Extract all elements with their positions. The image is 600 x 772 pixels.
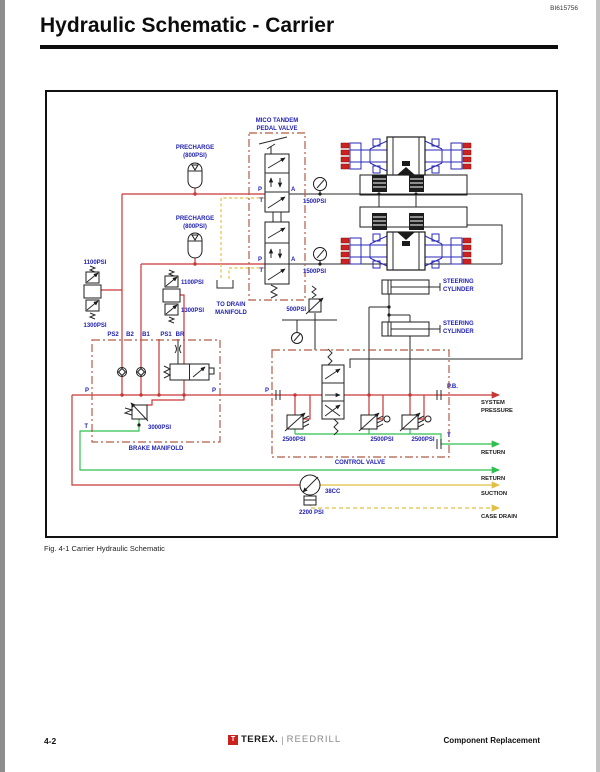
gauge-500 (291, 332, 303, 344)
label-switch-right-top: 1100PSI (181, 280, 204, 286)
gauge-bottom (313, 247, 327, 261)
page-title: Hydraulic Schematic - Carrier (40, 14, 335, 37)
section-label: Component Replacement (443, 736, 540, 745)
brand-divider: | (281, 734, 284, 745)
label-port-ps1: PS1 (160, 332, 172, 338)
label-port-b2: B2 (126, 332, 134, 338)
page-number: 4-2 (44, 736, 57, 746)
rear-axle-assembly (340, 136, 472, 196)
label-pedal-valve-1: MICO TANDEM (256, 118, 299, 124)
front-axle-assembly (340, 206, 472, 271)
brake-manifold (91, 339, 221, 443)
label-steering-top-2: CYLINDER (443, 287, 474, 293)
label-relief-2500-3: 2500PSI (411, 437, 434, 443)
label-pedal-a-bottom: A (291, 257, 296, 263)
title-rule (40, 45, 558, 49)
terex-logo-icon: T (228, 734, 238, 745)
pedal-valve (248, 132, 306, 301)
steering-cylinder-top (381, 279, 441, 295)
label-system-pressure-1: SYSTEM (481, 400, 505, 406)
page-edge-left (0, 0, 5, 772)
label-precharge-top-2: (800PSI) (183, 153, 207, 159)
label-return-1: RETURN (481, 450, 505, 456)
label-switch-left-bottom: 1300PSI (83, 323, 106, 329)
gauge-top (313, 177, 327, 191)
label-port-t-brake: T (84, 424, 88, 430)
label-switch-left-top: 1100PSI (84, 260, 107, 266)
label-suction: SUCTION (481, 491, 507, 497)
hydraulic-schematic: MICO TANDEM PEDAL VALVE PRECHARGE (800PS… (71, 118, 523, 520)
pressure-lines (71, 188, 501, 486)
hydraulic-pump (299, 474, 321, 506)
label-precharge-bottom-1: PRECHARGE (176, 216, 214, 222)
label-system-pressure-2: PRESSURE (481, 408, 513, 414)
label-precharge-bottom-2: (800PSI) (183, 224, 207, 230)
label-reducing-3000: 3000PSI (148, 425, 171, 431)
label-port-b1: B1 (142, 332, 150, 338)
junction-dots (120, 192, 412, 397)
label-drain-2: MANIFOLD (215, 310, 247, 316)
label-drain-1: TO DRAIN (217, 302, 246, 308)
label-port-p-cv: P (265, 388, 269, 394)
label-pedal-p-top: P (258, 187, 262, 193)
label-steering-bottom-2: CYLINDER (443, 329, 474, 335)
label-port-br: BR (176, 332, 185, 338)
accumulator-top (187, 162, 203, 189)
label-relief-2500-2: 2500PSI (370, 437, 393, 443)
pressure-switch-right (162, 269, 181, 324)
label-relief-500: 500PSI (286, 307, 306, 313)
figure-caption: Fig. 4-1 Carrier Hydraulic Schematic (44, 544, 165, 553)
label-port-pb: P.B. (447, 384, 458, 390)
label-pump-displacement: 38CC (325, 489, 341, 495)
brand-logo: T TEREX. | REEDRILL (228, 734, 341, 745)
page-footer: 4-2 T TEREX. | REEDRILL Component Replac… (0, 734, 600, 754)
label-pedal-t-top: T (259, 198, 263, 204)
label-return-2: RETURN (481, 476, 505, 482)
label-port-p-right: P (212, 388, 216, 394)
brand-primary: TEREX. (241, 734, 279, 745)
label-gauge-bottom: 1500PSI (303, 269, 326, 275)
pressure-switch-left (83, 265, 102, 320)
label-steering-bottom-1: STEERING (443, 321, 474, 327)
label-control-valve: CONTROL VALVE (335, 460, 385, 466)
label-brake-manifold: BRAKE MANIFOLD (129, 446, 184, 452)
label-pump-pressure: 2200 PSI (299, 510, 324, 516)
schematic-labels: MICO TANDEM PEDAL VALVE PRECHARGE (800PS… (83, 118, 517, 520)
label-case-drain: CASE DRAIN (481, 514, 517, 520)
control-valve (271, 348, 450, 458)
accumulator-bottom (187, 232, 203, 259)
port-markers (275, 390, 442, 449)
label-relief-2500-1: 2500PSI (282, 437, 305, 443)
label-port-t-cv: T (447, 433, 451, 439)
label-precharge-top-1: PRECHARGE (176, 145, 214, 151)
suction-drain-lines (220, 197, 501, 512)
steering-cylinder-bottom (381, 321, 441, 337)
label-steering-top-1: STEERING (443, 279, 474, 285)
label-switch-right-bottom: 1300PSI (181, 308, 204, 314)
label-port-p-left: P (85, 388, 89, 394)
schematic-frame: MICO TANDEM PEDAL VALVE PRECHARGE (800PS… (45, 90, 558, 538)
label-pedal-valve-2: PEDAL VALVE (256, 126, 297, 132)
relief-valve-500 (305, 285, 324, 315)
brand-secondary: REEDRILL (286, 734, 342, 745)
doc-code: BI615756 (550, 5, 578, 12)
label-pedal-t-bottom: T (259, 268, 263, 274)
page-edge-right (596, 0, 600, 772)
label-pedal-p-bottom: P (258, 257, 262, 263)
label-port-ps2: PS2 (107, 332, 119, 338)
label-gauge-top: 1500PSI (303, 199, 326, 205)
label-pedal-a-top: A (291, 187, 296, 193)
